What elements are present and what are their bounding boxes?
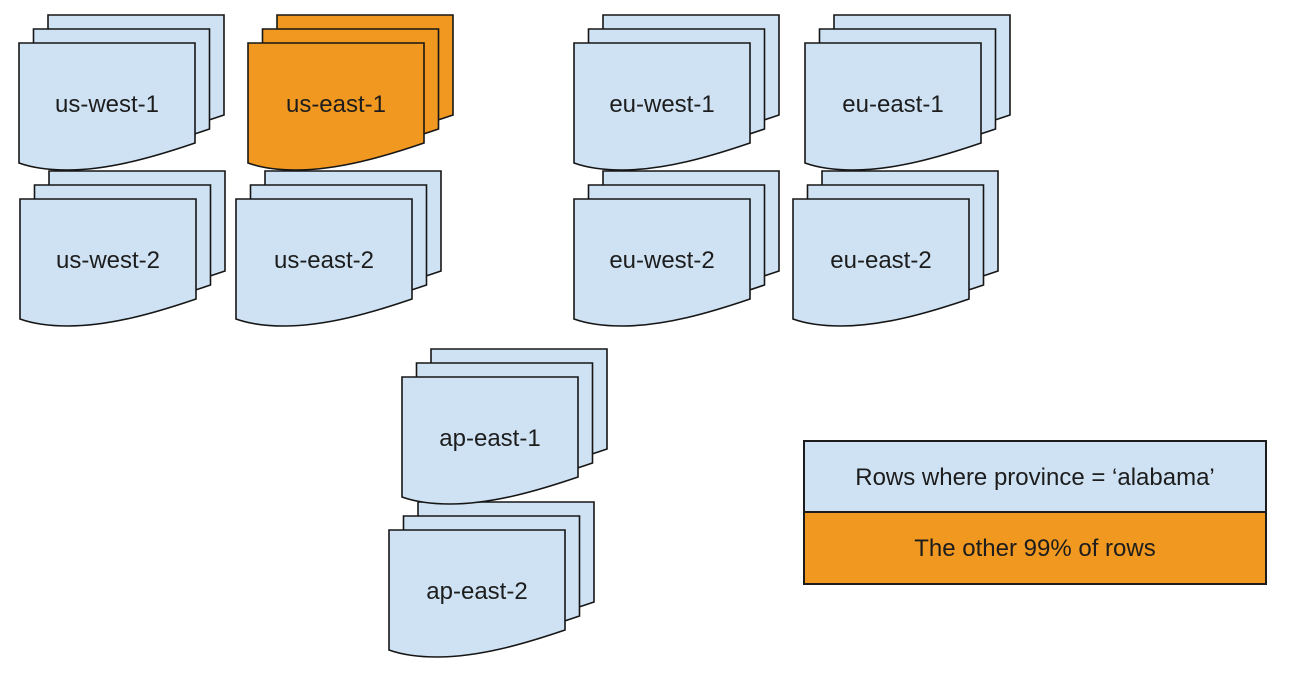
region-stack-eu-east-1: eu-east-1 [804,14,1011,172]
region-label: eu-east-2 [830,247,931,274]
legend-row-other-rows-swatch [803,511,1267,585]
document-stack-graphic: ap-east-1 [401,348,608,505]
document-shape-front [792,198,970,327]
document-shape-front [573,42,751,171]
region-label: eu-west-2 [609,247,714,274]
region-stack-eu-west-2: eu-west-2 [573,170,780,328]
region-stack-eu-west-1: eu-west-1 [573,14,780,172]
region-label: eu-west-1 [609,91,714,118]
document-shape-front [18,42,196,171]
region-stack-eu-east-2: eu-east-2 [792,170,999,328]
region-label: us-west-2 [56,247,160,274]
region-stack-us-east-1: us-east-1 [247,14,454,172]
document-stack-graphic: eu-east-1 [804,14,1011,171]
region-label: us-east-1 [286,91,386,118]
region-label: us-west-1 [55,91,159,118]
document-shape-front [235,198,413,327]
region-label: us-east-2 [274,247,374,274]
document-shape-front [247,42,425,171]
region-stack-ap-east-1: ap-east-1 [401,348,608,506]
document-stack-graphic: ap-east-2 [388,501,595,658]
document-stack-graphic: eu-west-1 [573,14,780,171]
document-stack-graphic: us-east-2 [235,170,442,327]
document-shape-front [19,198,197,327]
document-stack-graphic: us-west-2 [19,170,226,327]
region-stack-ap-east-2: ap-east-2 [388,501,595,659]
document-shape-front [804,42,982,171]
region-label: eu-east-1 [842,91,943,118]
legend-row-other-rows-label: The other 99% of rows [914,535,1155,562]
document-shape-front [388,529,566,658]
region-label: ap-east-1 [439,425,540,452]
legend: Rows where province = ‘alabama’ The othe… [803,440,1267,585]
document-shape-front [573,198,751,327]
legend-graphic: Rows where province = ‘alabama’ The othe… [803,440,1267,585]
document-shape-front [401,376,579,505]
document-stack-graphic: eu-east-2 [792,170,999,327]
region-stack-us-east-2: us-east-2 [235,170,442,328]
document-stack-graphic: us-west-1 [18,14,225,171]
document-stack-graphic: us-east-1 [247,14,454,171]
region-stack-us-west-2: us-west-2 [19,170,226,328]
region-label: ap-east-2 [426,578,527,605]
document-stack-graphic: eu-west-2 [573,170,780,327]
region-stack-us-west-1: us-west-1 [18,14,225,172]
legend-row-alabama-label: Rows where province = ‘alabama’ [855,464,1215,491]
